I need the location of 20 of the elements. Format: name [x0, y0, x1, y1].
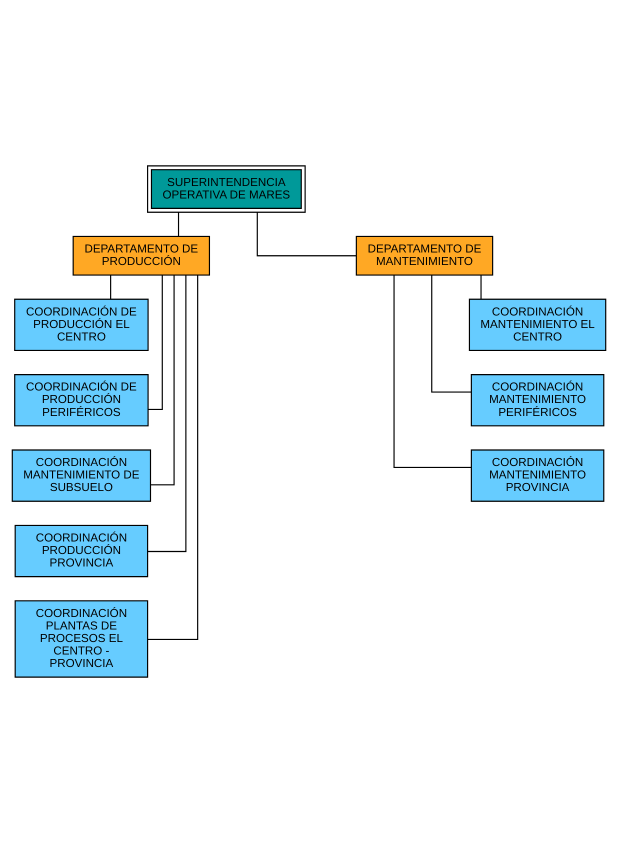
node-box: DEPARTAMENTO DE PRODUCCIÓN — [72, 235, 210, 276]
connector — [480, 274, 482, 299]
node-box: COORDINACIÓN DE PRODUCCIÓN EL CENTRO — [14, 298, 149, 351]
connector — [148, 274, 186, 552]
node-box: COORDINACIÓN PRODUCCIÓN PROVINCIA — [14, 524, 148, 577]
node-box: COORDINACIÓN MANTENIMIENTO PROVINCIA — [470, 448, 604, 502]
connector — [393, 274, 472, 468]
connector — [110, 274, 112, 299]
node-box: COORDINACIÓN PLANTAS DE PROCESOS EL CENTRO - PROVINCIA — [14, 600, 148, 678]
connector — [178, 212, 180, 236]
connector — [431, 274, 472, 392]
node-box: COORDINACIÓN DE PRODUCCIÓN PERIFÉRICOS — [14, 374, 149, 426]
connector — [256, 212, 356, 256]
connector — [148, 274, 198, 640]
node-box: COORDINACIÓN MANTENIMIENTO DE SUBSUELO — [12, 448, 152, 502]
node-box: COORDINACIÓN MANTENIMIENTO EL CENTRO — [468, 298, 606, 351]
node-box: COORDINACIÓN MANTENIMIENTO PERIFÉRICOS — [470, 374, 604, 426]
node-box: DEPARTAMENTO DE MANTENIMIENTO — [356, 235, 494, 276]
connector — [150, 274, 175, 485]
node-box: SUPERINTENDENCIA OPERATIVA DE MARES — [147, 164, 306, 212]
